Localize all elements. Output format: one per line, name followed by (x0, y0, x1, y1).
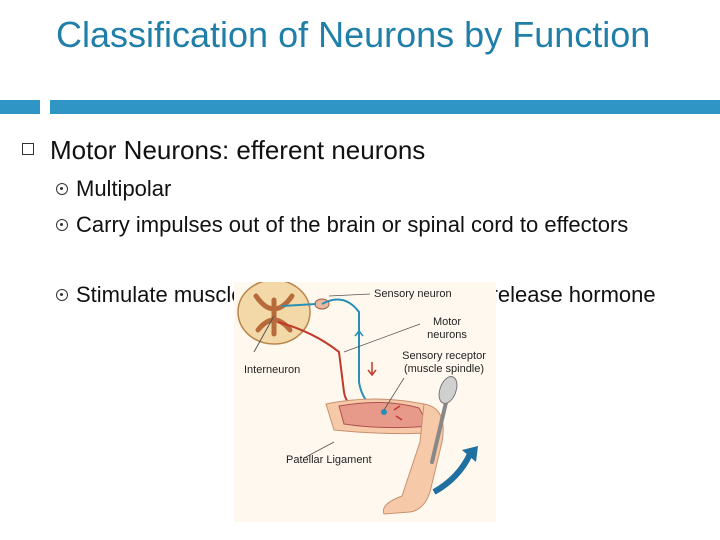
title-rule-left (0, 100, 40, 114)
label-motor-neurons: Motor neurons (427, 316, 467, 341)
circle-bullet-icon (56, 219, 68, 231)
reflex-arc-illustration (237, 282, 478, 515)
title-rule-right (50, 100, 720, 114)
sub-bullet-text: Multipolar (76, 176, 172, 201)
square-bullet-icon (22, 143, 34, 155)
label-patellar-ligament: Patellar Ligament (286, 454, 372, 466)
slide-title: Classification of Neurons by Function (56, 14, 651, 55)
label-interneuron: Interneuron (244, 364, 301, 376)
label-sensory-neuron: Sensory neuron (374, 288, 452, 300)
reflex-arc-figure: Sensory neuron Motor neurons Sensory rec… (234, 282, 496, 522)
main-bullet-text: Motor Neurons: efferent neurons (50, 135, 426, 165)
label-sensory-receptor: Sensory receptor (muscle spindle) (402, 350, 486, 375)
sub-bullet-text: Carry impulses out of the brain or spina… (76, 212, 629, 237)
circle-bullet-icon (56, 183, 68, 195)
circle-bullet-icon (56, 289, 68, 301)
